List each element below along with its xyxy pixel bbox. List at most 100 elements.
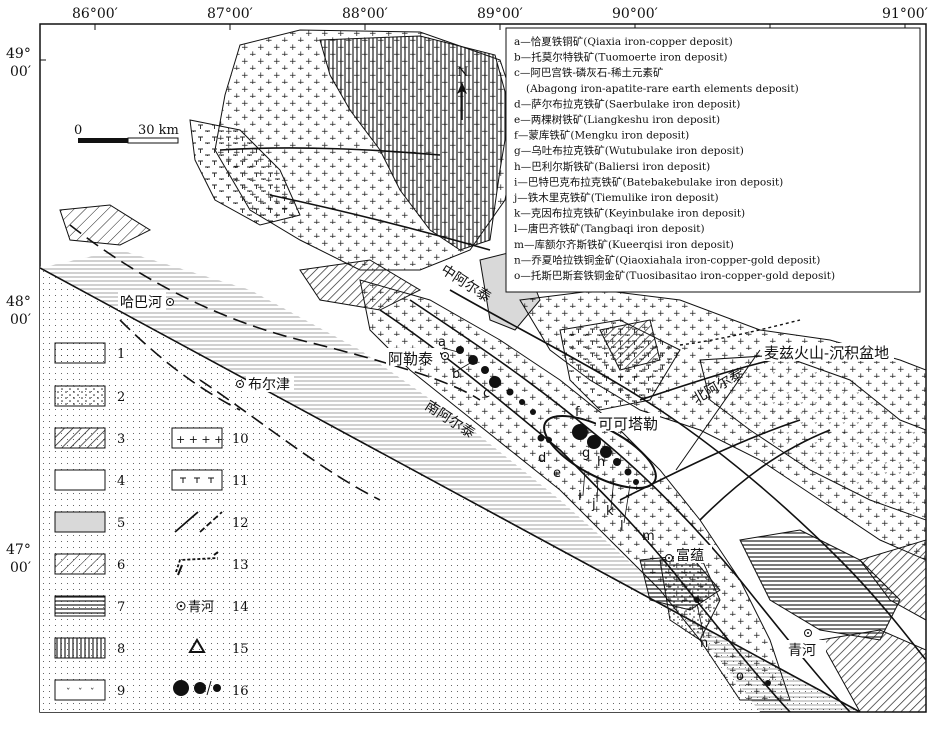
dashed-boundary-2 xyxy=(199,379,381,501)
longitude-label: 86°00′ xyxy=(72,6,118,22)
deposit-letter: l xyxy=(620,519,624,534)
deposit-dot xyxy=(489,376,501,388)
deposit-dot xyxy=(530,409,536,415)
place-fuyun: 富蕴 xyxy=(676,547,704,564)
legend-swatch-2 xyxy=(54,385,106,407)
legend-number: 4 xyxy=(117,474,125,489)
deposit-dot xyxy=(694,597,700,603)
legend-swatch-9 xyxy=(54,679,106,701)
latitude-deg: 48° xyxy=(6,294,31,310)
deposit-list-item: l—唐巴齐铁矿(Tangbaqi iron deposit) xyxy=(514,222,705,235)
legend-number: 5 xyxy=(117,516,125,531)
legend-swatch-1 xyxy=(54,342,106,364)
svg-text:ˇ: ˇ xyxy=(66,687,71,698)
deposit-letter: h xyxy=(597,455,605,470)
deposit-dot xyxy=(546,437,552,443)
letter-leader-lines xyxy=(442,347,705,638)
deposit-letter: e xyxy=(553,466,561,481)
latitude-deg: 47° xyxy=(6,542,31,558)
legend-swatch-6 xyxy=(54,553,106,575)
unit-6-patch xyxy=(59,204,152,246)
legend-number: 11 xyxy=(232,474,249,489)
legend-number: 16 xyxy=(232,684,249,699)
longitude-label: 87°00′ xyxy=(207,6,253,22)
place-qinghe: 青河 xyxy=(788,643,816,659)
deposit-dot-large xyxy=(572,424,588,440)
legend-number: 3 xyxy=(117,432,125,447)
unit-11-central xyxy=(559,319,681,411)
deposit-letter: n xyxy=(700,636,708,651)
basin-pointer-line xyxy=(675,349,761,471)
latitude-min: 00′ xyxy=(10,560,31,576)
legend-number: 9 xyxy=(117,684,125,699)
deposit-dot xyxy=(537,434,545,442)
unit-3-patch-3 xyxy=(819,629,926,712)
deposit-list-item: m—库额尔齐斯铁矿(Kueerqisi iron deposit) xyxy=(514,238,734,251)
deposit-list-item: h—巴利尔斯铁矿(Baliersi iron deposit) xyxy=(514,160,710,173)
legend-swatch-7 xyxy=(54,595,106,617)
place-habahe: 哈巴河 xyxy=(120,295,162,311)
unit-3-patch-4 xyxy=(859,539,926,621)
legend-number: 10 xyxy=(232,432,249,447)
latitude-deg: 49° xyxy=(6,46,31,62)
unit-11-patch xyxy=(189,119,301,226)
deposit-letter: j xyxy=(591,497,596,512)
legend-swatch-13 xyxy=(175,551,219,576)
scale-bar: 0 30 km xyxy=(74,123,179,144)
deposit-list-item: a—恰夏铁铜矿(Qiaxia iron-copper deposit) xyxy=(514,35,733,48)
place-aletai: 阿勒泰 xyxy=(388,350,433,368)
legend-swatch-3 xyxy=(54,427,106,449)
deposit-letter-labels: a b c d e f g h i j k l m n o xyxy=(438,335,744,684)
deposit-dot xyxy=(633,479,639,485)
legend-swatch-15 xyxy=(188,638,206,653)
place-maizi-basin: 麦兹火山-沉积盆地 xyxy=(764,344,889,362)
legend-swatch-5 xyxy=(54,511,106,533)
latitude-min: 00′ xyxy=(10,312,31,328)
deposit-list-item: c—阿巴宫铁-磷灰石-稀土元素矿 xyxy=(514,66,663,79)
longitude-label: 91°00′ xyxy=(882,6,928,22)
legend-number: 12 xyxy=(232,516,249,531)
legend-town-sample: 青河 xyxy=(188,600,214,615)
place-keketuohai: 可可塔勒 xyxy=(598,415,658,433)
deposit-letter: k xyxy=(606,504,614,519)
deposit-list-item: k—克因布拉克铁矿(Keyinbulake iron deposit) xyxy=(514,207,745,220)
svg-text:+ + + +: + + + + xyxy=(176,433,223,446)
legend-number: 2 xyxy=(117,390,125,405)
deposit-letter: f xyxy=(575,405,580,420)
latitude-min: 00′ xyxy=(10,64,31,80)
legend-number: 6 xyxy=(117,558,125,573)
deposit-dot xyxy=(456,346,464,354)
deposit-list-item: f—蒙库铁矿(Mengku iron deposit) xyxy=(514,129,689,142)
legend-swatch-4 xyxy=(54,469,106,491)
legend-numbers: 1 2 3 4 5 6 7 8 9 10 11 12 13 14 15 16 xyxy=(117,347,249,699)
deposit-dot xyxy=(765,680,771,686)
legend-swatch-8 xyxy=(54,637,106,659)
deposit-list-item: i—巴特巴克布拉克铁矿(Batebakebulake iron deposit) xyxy=(514,175,783,188)
legend-swatch-12 xyxy=(174,511,223,533)
legend-number: 1 xyxy=(117,347,125,362)
deposit-letter: m xyxy=(642,529,655,544)
legend-number: 14 xyxy=(232,600,249,615)
svg-text:ˇ: ˇ xyxy=(90,687,95,698)
deposit-dot xyxy=(506,388,514,396)
deposit-list-item: g—乌吐布拉克铁矿(Wutubulake iron deposit) xyxy=(514,144,744,157)
deposit-list-item: j—铁木里克铁矿(Tiemulike iron deposit) xyxy=(512,191,719,204)
deposit-letter: a xyxy=(438,335,446,350)
latitude-labels: 49° 00′ 48° 00′ 47° 00′ xyxy=(6,46,31,576)
unit-10-central-belt xyxy=(359,279,791,701)
legend-number: 7 xyxy=(117,600,125,615)
deposit-list-item: n—乔夏哈拉铁铜金矿(Qiaoxiahala iron-copper-gold … xyxy=(514,253,820,266)
deposit-list-item: e—两棵树铁矿(Liangkeshu iron deposit) xyxy=(514,113,720,126)
deposit-letter: d xyxy=(538,451,546,466)
scale-start: 0 xyxy=(74,123,82,138)
legend-number: 13 xyxy=(232,558,249,573)
deposit-list-box: a—恰夏铁铜矿(Qiaxia iron-copper deposit)b—托莫尔… xyxy=(505,27,921,293)
deposit-dot xyxy=(481,366,489,374)
deposit-dot xyxy=(600,446,612,458)
legend-swatch-16 xyxy=(173,680,221,696)
town-markers xyxy=(166,298,812,637)
longitude-label: 88°00′ xyxy=(342,6,388,22)
longitude-labels: 86°00′ 87°00′ 88°00′ 89°00′ 90°00′ 91°00… xyxy=(72,6,928,22)
